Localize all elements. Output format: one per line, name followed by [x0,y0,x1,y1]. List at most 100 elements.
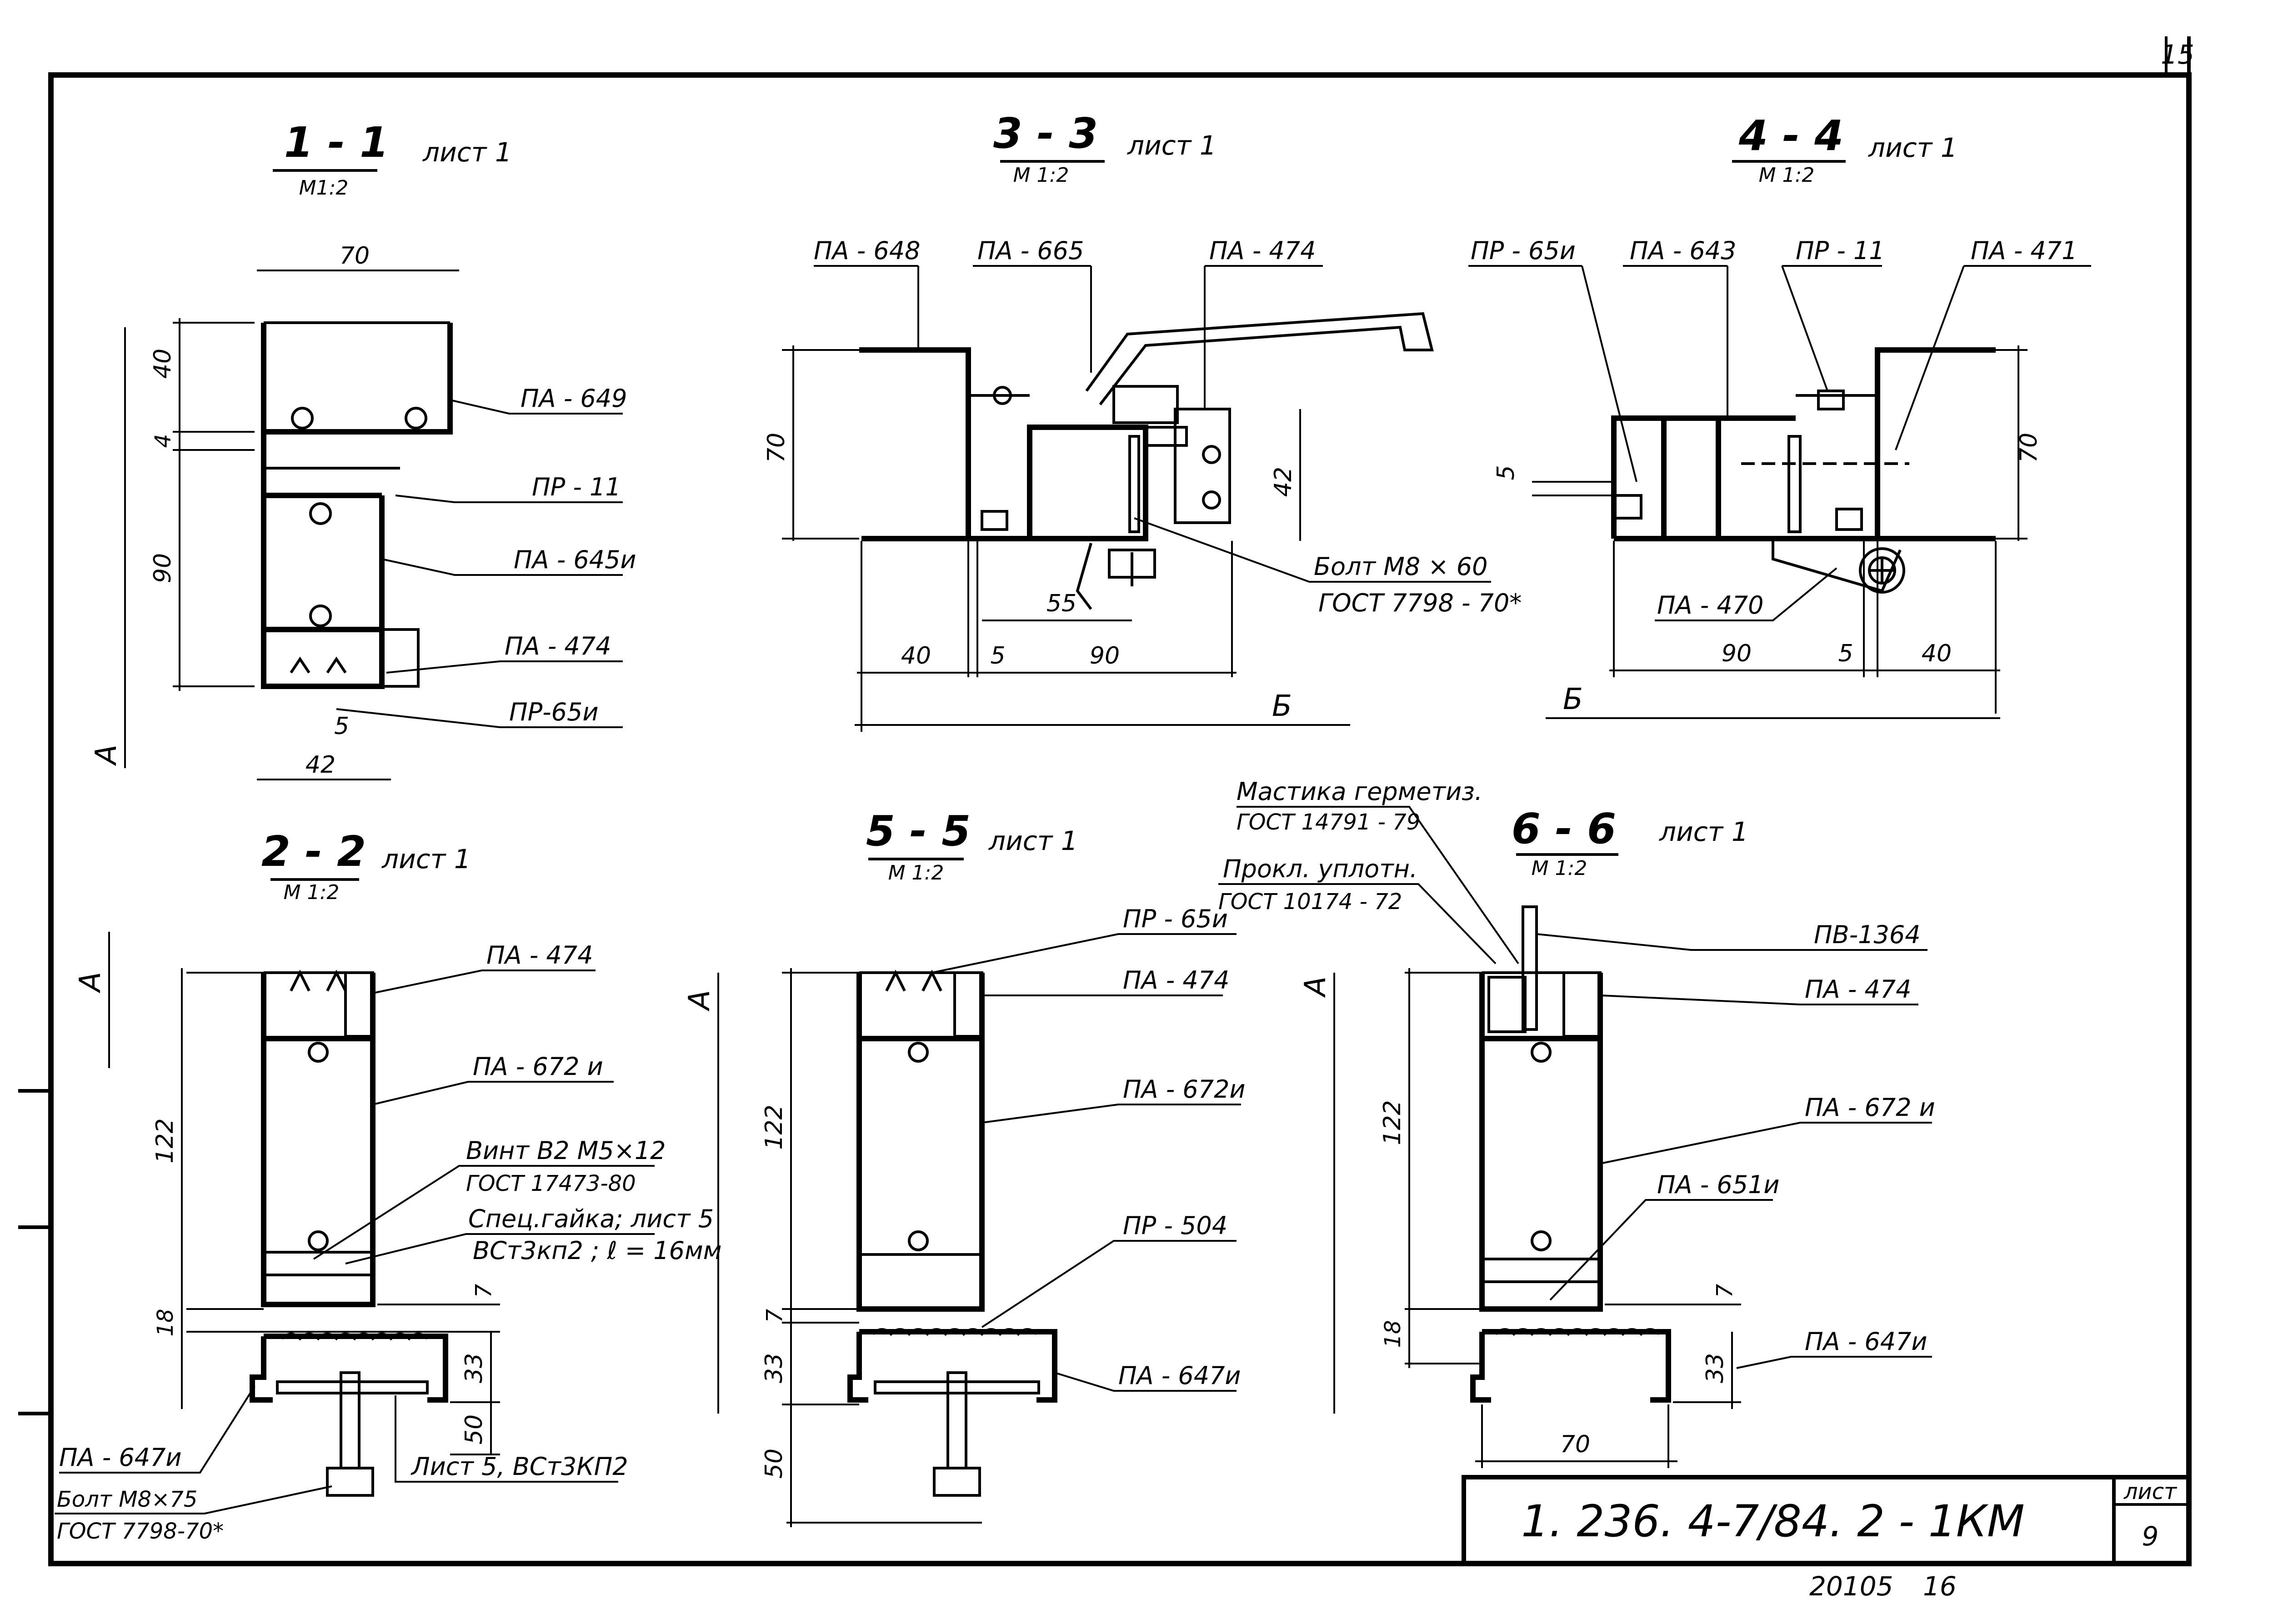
s55-label-pr504: ПР - 504 [1123,1211,1227,1240]
s22-label-gost7798: ГОСТ 7798-70* [57,1519,224,1544]
s22-axis: А [74,972,107,994]
s22-dim-33: 33 [461,1353,488,1383]
s66-dim-7: 7 [1712,1284,1737,1298]
section-6-6-title: 6 - 6 [1512,805,1616,853]
s11-label-pa645: ПА - 645и [514,545,636,574]
copy-number: 16 [1923,1571,1957,1602]
s66-label-mastika: Мастика герметиз. [1237,777,1482,806]
s44-label-pr11: ПР - 11 [1796,236,1885,265]
s11-dim-5: 5 [334,713,349,740]
section-2-2-sheet: лист 1 [381,844,471,874]
s33-dim-40: 40 [901,642,931,670]
s11-dim-4: 4 [150,434,176,448]
s22-label-pa672: ПА - 672 и [473,1052,603,1081]
s11-dim-90: 90 [149,553,176,583]
section-4-4-scale: М 1:2 [1759,164,1815,187]
s55-label-pa647: ПА - 647и [1118,1361,1241,1390]
s44-dim-90: 90 [1722,640,1752,667]
s22-label-vint: Винт В2 М5×12 [466,1136,666,1165]
s22-label-vst: ВСт3кп2 ; ℓ = 16мм [473,1236,721,1265]
s33-dim-70: 70 [763,433,790,463]
s66-label-pa474: ПА - 474 [1805,975,1911,1004]
section-3-3-sheet: лист 1 [1127,130,1217,161]
s33-dim-55: 55 [1046,590,1076,617]
section-5-5-sheet: лист 1 [988,825,1078,856]
s11-dim-70: 70 [340,242,370,270]
section-2-2-title: 2 - 2 [261,827,366,876]
s66-axis: А [1299,976,1332,998]
section-6-6-sheet: лист 1 [1659,816,1748,847]
s66-label-pa647: ПА - 647и [1805,1327,1928,1356]
section-5-5-scale: М 1:2 [888,861,944,884]
s66-label-pv1364: ПВ-1364 [1814,920,1921,949]
s22-dim-50: 50 [461,1414,488,1444]
s55-dim-122: 122 [761,1104,788,1149]
s22-label-pa474: ПА - 474 [486,941,593,969]
s44-label-pa470: ПА - 470 [1657,591,1763,620]
s22-label-pa647: ПА - 647и [59,1443,182,1472]
section-5-5: 5 - 5 М 1:2 лист 1 122 7 33 50 А ПР - 65 [683,807,1246,1527]
s66-label-pa651: ПА - 651и [1657,1170,1780,1199]
s55-dim-50: 50 [761,1449,788,1479]
s22-label-list5: Лист 5, ВСт3КП2 [411,1452,628,1481]
s66-dim-122: 122 [1379,1100,1406,1145]
s55-label-pa672: ПА - 672и [1123,1075,1246,1104]
section-3-3: 3 - 3 М 1:2 лист 1 70 42 55 40 [763,109,1522,732]
s11-label-pr65: ПР-65и [509,698,598,726]
s33-dim-5: 5 [990,642,1005,670]
s33-label-pa665: ПА - 665 [977,236,1084,265]
s33-dim-90: 90 [1090,642,1120,670]
s44-dim-5b: 5 [1838,640,1853,667]
s44-label-pa471: ПА - 471 [1971,236,2077,265]
s55-axis: А [683,990,716,1012]
sheet-number: 9 [2142,1521,2159,1552]
s22-dim-122: 122 [151,1118,179,1163]
s33-label-pa474: ПА - 474 [1209,236,1316,265]
s33-label-gost: ГОСТ 7798 - 70* [1318,589,1522,617]
s66-label-gost10174: ГОСТ 10174 - 72 [1218,889,1402,914]
s11-dim-40: 40 [149,349,176,379]
s33-dim-42: 42 [1270,467,1297,497]
section-4-4-sheet: лист 1 [1868,132,1958,163]
s22-dim-18: 18 [153,1309,178,1336]
s44-dim-70: 70 [2015,433,2043,463]
s55-dim-7: 7 [762,1309,787,1323]
s33-label-pa648: ПА - 648 [814,236,920,265]
s55-dim-33: 33 [761,1353,788,1383]
s11-axis: А [90,745,123,766]
title-block: 1. 236. 4-7/84. 2 - 1КМ лист 9 [1462,1475,2191,1566]
s11-label-pa474: ПА - 474 [505,632,611,660]
section-6-6-scale: М 1:2 [1532,857,1587,880]
s11-dim-42: 42 [305,751,335,779]
s66-dim-18: 18 [1380,1320,1406,1348]
s33-axis: Б [1272,690,1292,723]
s22-dim-7: 7 [471,1284,496,1298]
section-4-4: 4 - 4 М 1:2 лист 1 70 5 90 5 4 [1468,111,2091,719]
s33-label-bolt: Болт М8 × 60 [1314,552,1487,581]
sheet-frame [48,72,2192,1566]
s55-label-pr65: ПР - 65и [1123,904,1228,933]
s66-label-prokl: Прокл. уплотн. [1223,854,1417,883]
section-1-1-sheet: лист 1 [422,137,512,168]
s22-label-bolt: Болт М8×75 [57,1487,197,1512]
s22-label-spec-nut: Спец.гайка; лист 5 [468,1204,714,1233]
s44-label-pr65: ПР - 65и [1471,236,1576,265]
section-2-2: 2 - 2 М 1:2 лист 1 122 18 7 33 50 А [55,827,721,1544]
s11-label-pa649: ПА - 649 [521,384,627,413]
s66-dim-33: 33 [1702,1353,1729,1383]
s44-dim-40: 40 [1922,640,1952,667]
document-code: 1. 236. 4-7/84. 2 - 1КМ [1521,1496,2025,1547]
s66-label-gost14791: ГОСТ 14791 - 79 [1237,810,1420,835]
section-5-5-title: 5 - 5 [866,807,971,855]
s55-label-pa474: ПА - 474 [1123,966,1229,994]
s22-label-gost17473: ГОСТ 17473-80 [466,1171,636,1196]
s44-label-pa643: ПА - 643 [1630,236,1736,265]
section-2-2-scale: М 1:2 [284,881,340,904]
section-1-1-scale: М1:2 [299,176,349,200]
section-1-1-title: 1 - 1 [284,118,389,167]
s44-axis: Б [1563,683,1583,716]
archive-number: 20105 [1809,1571,1893,1602]
s44-dim-5: 5 [1492,465,1520,480]
section-3-3-scale: М 1:2 [1013,164,1069,187]
